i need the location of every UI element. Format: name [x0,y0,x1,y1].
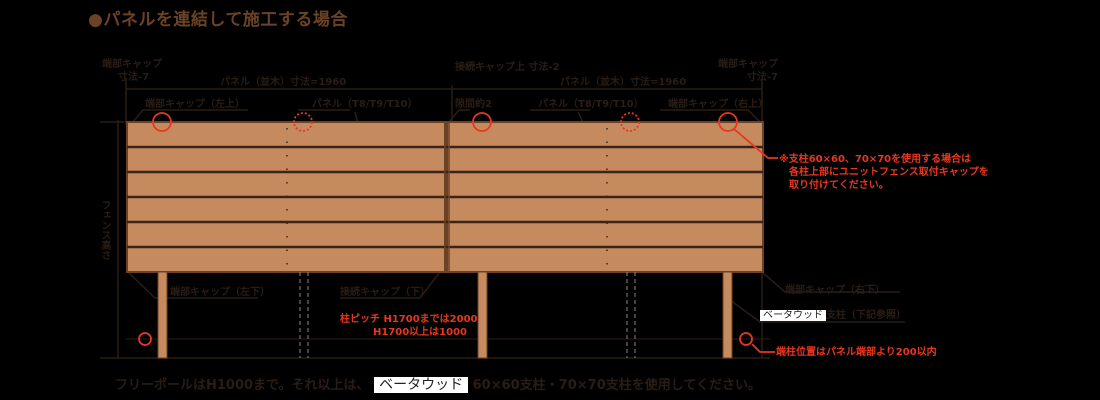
footer-note: フリーポールはH1000まで。それ以上は、 ベータウッド 60×60支柱・70×… [115,377,761,393]
page-title: ●パネルを連結して施工する場合 [88,10,348,30]
cap-markers [138,112,753,346]
post-label: ベータウッド支柱（下記参照） [760,306,906,321]
joint-cap-bottom-label: 接続キャップ（下） [340,287,430,298]
gap-label: 隙間約2 [455,99,492,110]
joint-cap-dim: 接続キャップ上 寸法-2 [455,62,560,73]
end-cap-dim-right: 端部キャップ 寸法-7 [718,59,778,83]
end-cap-bottom-left-label: 端部キャップ（左下） [170,287,270,298]
end-cap-top-right-label: 端部キャップ（右上） [668,99,768,110]
beta-wood-badge: ベータウッド [760,310,826,321]
post-cap-note: ※支柱60×60、70×70を使用する場合は 各柱上部にユニットフェンス取付キャ… [779,154,989,191]
end-cap-bottom-right-label: 端部キャップ（右下） [785,285,885,296]
end-post-note: 端柱位置はパネル端部より200以内 [776,347,937,358]
panel-left-label: パネル（T8/T9/T10） [312,99,418,110]
panel-dim-right: パネル（並木）寸法=1960 [560,77,687,88]
post-pitch-note: 柱ピッチ H1700までは2000 H1700以上は1000 [340,314,478,338]
panel-dim-left: パネル（並木）寸法=1960 [220,77,347,88]
fence-height-label: フェンス高さ [99,200,110,260]
end-cap-top-left-label: 端部キャップ（左上） [145,99,245,110]
panel-right-label: パネル（T8/T9/T10） [538,99,644,110]
end-cap-dim-left: 端部キャップ 寸法-7 [102,59,162,83]
posts [157,271,733,359]
footer-beta-wood-badge: ベータウッド [374,377,469,393]
